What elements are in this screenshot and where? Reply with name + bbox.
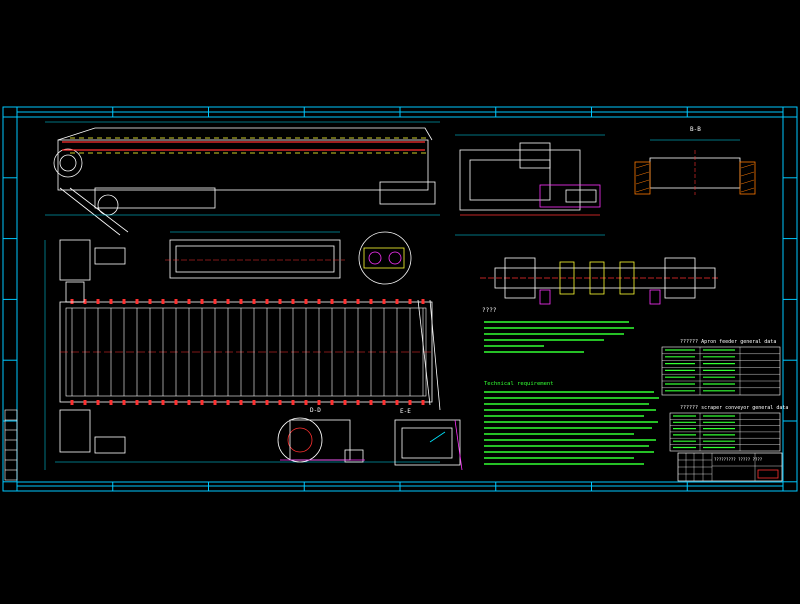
shaft-detail-view <box>480 257 720 305</box>
conveyor-elevation-view <box>45 121 440 236</box>
technical-requirements-heading: Technical requirement <box>484 381 554 387</box>
title-block: ????????? ????? ???? <box>677 452 783 482</box>
section-ee-label: E-E <box>400 408 411 415</box>
section-dd-label: D-D <box>310 407 321 414</box>
detail-circle-view <box>358 231 412 285</box>
notes-title: ???? <box>482 307 497 314</box>
drawing-title: ????????? ????? ???? <box>714 457 763 462</box>
conveyor-plan-view <box>44 239 441 470</box>
section-bb: B-B <box>634 126 756 195</box>
section-ee: E-E <box>394 408 463 471</box>
section-bb-label: B-B <box>690 126 701 133</box>
technical-notes: ???? Technical requirement <box>482 307 659 465</box>
drive-side-view <box>455 134 605 236</box>
scraper-conveyor-data-table: ?????? scraper conveyor general data <box>669 405 788 452</box>
scraper-conveyor-table-header: ?????? scraper conveyor general data <box>680 405 788 411</box>
drawing-frame <box>2 106 798 492</box>
section-dd: D-D <box>277 407 365 463</box>
revision-table <box>4 409 18 481</box>
pan-detail-view <box>165 231 345 279</box>
apron-feeder-data-table: ?????? Apron feeder general data <box>661 339 781 396</box>
apron-feeder-table-header: ?????? Apron feeder general data <box>680 339 776 345</box>
